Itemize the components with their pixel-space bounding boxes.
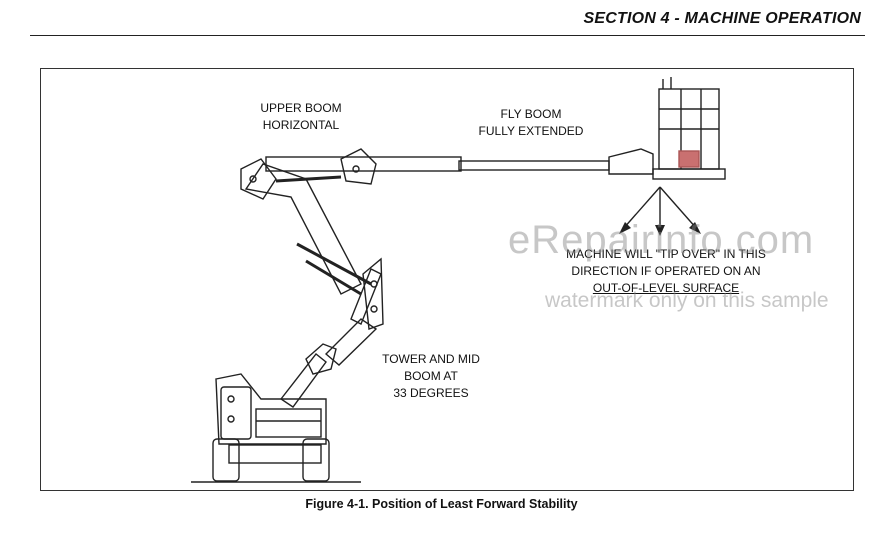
rotator: [608, 148, 654, 175]
label-upper-boom-line1: UPPER BOOM: [260, 101, 342, 115]
watermark-note: watermark only on this sample: [545, 289, 829, 312]
arrow-right: [659, 186, 698, 230]
label-upper-boom-line2: HORIZONTAL: [262, 118, 340, 132]
chassis: [228, 444, 322, 464]
mid-boom-upper: [350, 268, 382, 325]
mid-joint: [362, 257, 384, 330]
label-upper-boom: UPPER BOOM HORIZONTAL: [251, 100, 351, 134]
tower-pivot: [305, 343, 337, 375]
label-fly-boom: FLY BOOM FULLY EXTENDED: [471, 106, 591, 140]
arrow-left: [622, 186, 661, 230]
turntable-body: [215, 373, 327, 445]
platform-handle: [662, 77, 672, 89]
upper-boom-joint: [340, 148, 377, 185]
control-box: [678, 150, 700, 168]
engine-cover: [255, 408, 322, 438]
figure-frame: UPPER BOOM HORIZONTAL FLY BOOM FULLY EXT…: [40, 68, 854, 491]
upper-boom: [265, 156, 462, 172]
master-cylinder: [275, 175, 342, 183]
label-tower-line3: 33 DEGREES: [393, 386, 469, 400]
header-rule: [30, 35, 865, 36]
wheel-right: [302, 438, 330, 482]
label-tip-over: MACHINE WILL "TIP OVER" IN THIS DIRECTIO…: [561, 246, 771, 297]
lift-cylinder-upper: [296, 242, 372, 286]
counterweight: [220, 386, 252, 440]
boom-lift-illustration: [191, 77, 726, 483]
label-fly-boom-line2: FULLY EXTENDED: [478, 124, 584, 138]
mid-boom-lower: [324, 318, 378, 366]
lift-cylinder-lower: [305, 259, 362, 296]
label-tip-over-line2: DIRECTION IF OPERATED ON AN: [571, 264, 761, 278]
watermark-site: eRepairinfo.com: [508, 218, 815, 262]
platform-floor: [652, 168, 726, 180]
tower-boom: [279, 353, 327, 408]
riser: [244, 163, 362, 295]
riser-joint: [240, 158, 277, 200]
label-tip-over-line1: MACHINE WILL "TIP OVER" IN THIS: [566, 247, 766, 261]
section-title: SECTION 4 - MACHINE OPERATION: [583, 10, 861, 27]
fly-boom: [458, 160, 610, 171]
label-fly-boom-line1: FLY BOOM: [500, 107, 562, 121]
label-tower: TOWER AND MID BOOM AT 33 DEGREES: [371, 351, 491, 402]
label-tower-line1: TOWER AND MID: [382, 352, 480, 366]
label-tip-over-line3: OUT-OF-LEVEL SURFACE: [592, 281, 740, 295]
label-tower-line2: BOOM AT: [404, 369, 458, 383]
figure-caption: Figure 4-1. Position of Least Forward St…: [305, 497, 578, 511]
